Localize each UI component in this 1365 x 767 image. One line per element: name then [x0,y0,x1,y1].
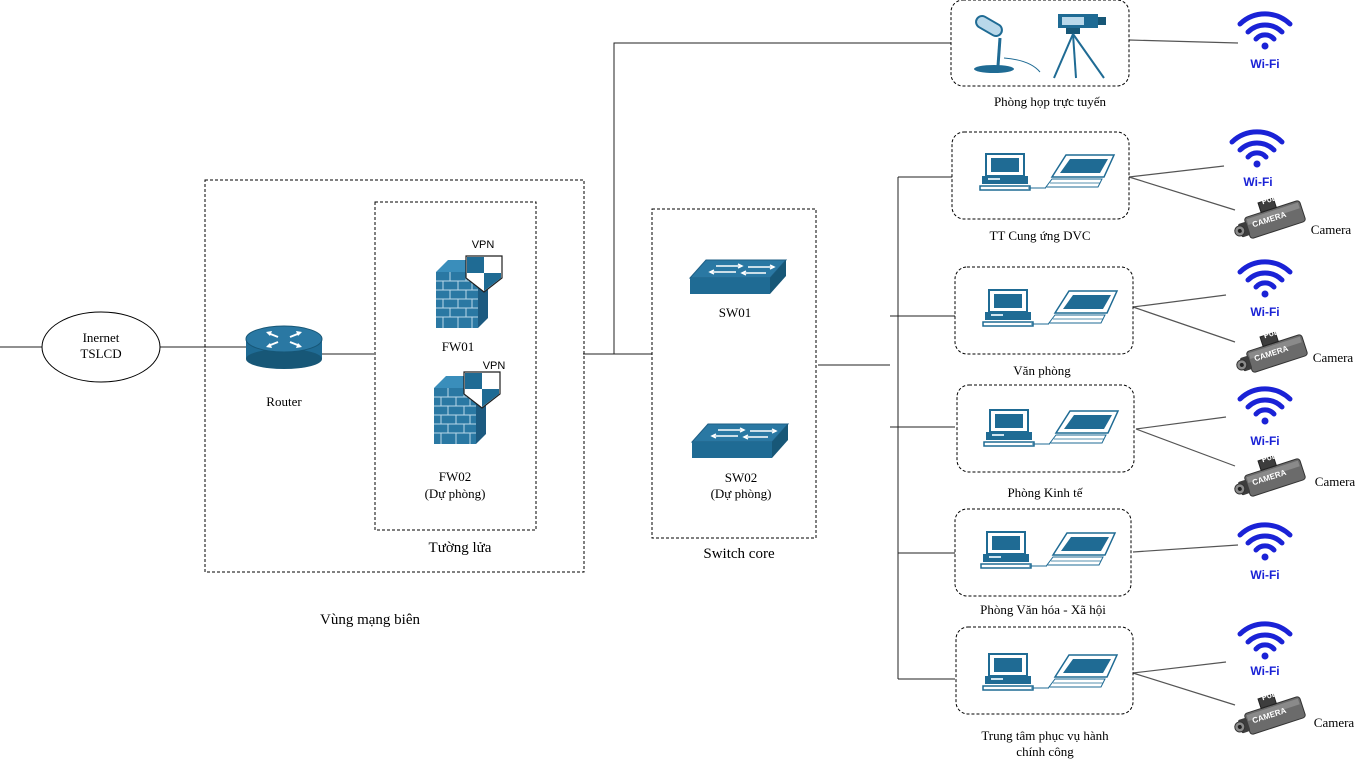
camera-label: Camera [1315,474,1356,489]
room-van-hoa-xa-hoi[interactable]: Phòng Văn hóa - Xã hội [954,508,1132,617]
room-online-meeting[interactable]: Phòng họp trực tuyến [950,0,1130,109]
wifi-icon [1240,624,1290,660]
computer-icon [980,531,1116,569]
camera-label: Camera [1314,715,1355,730]
switch-icon [691,423,789,459]
wifi-icon [1240,389,1290,425]
computer-icon [982,289,1118,327]
room-tt-cung-ung-dvc[interactable]: TT Cung ứng DVC [951,131,1130,243]
fw01-node[interactable]: VPN FW01 [435,239,503,354]
sw02-note: (Dự phòng) [711,486,772,501]
room-name: Văn phòng [1013,363,1071,378]
room-name: Phòng Kinh tế [1007,485,1083,500]
room-name: Phòng Văn hóa - Xã hội [980,602,1106,617]
wifi-node[interactable]: Wi-Fi [1240,624,1290,678]
fw02-note: (Dự phòng) [425,486,486,501]
camera-node[interactable]: CAMERA PoE Camera [1228,448,1356,502]
wifi-label: Wi-Fi [1250,305,1279,319]
camera-node[interactable]: CAMERA PoE Camera [1228,686,1355,740]
video-camera-icon [1053,14,1106,79]
wifi-node[interactable]: Wi-Fi [1240,14,1290,71]
fw02-node[interactable]: VPN FW02 (Dự phòng) [425,360,506,501]
fw01-vpn-label: VPN [472,239,495,251]
wifi-node[interactable]: Wi-Fi [1240,525,1290,582]
wifi-icon [1232,132,1282,168]
sw01-node[interactable]: SW01 [689,259,787,320]
switch-core-zone-box [651,208,817,539]
room-name: TT Cung ứng DVC [989,228,1090,243]
fw01-label: FW01 [442,339,475,354]
room-van-phong[interactable]: Văn phòng [954,266,1134,378]
router-icon [245,325,323,369]
firewall-icon [435,255,503,329]
router-label: Router [266,394,302,409]
sw02-node[interactable]: SW02 (Dự phòng) [691,423,789,501]
camera-label: Camera [1313,350,1354,365]
computer-icon [982,653,1118,691]
sw02-label: SW02 [725,470,758,485]
computer-icon [983,409,1119,447]
edge-zone-box [204,179,585,573]
internet-node[interactable]: Inernet TSLCD [41,311,161,383]
camera-label: Camera [1311,222,1352,237]
computer-icon [979,153,1115,191]
microphone-icon [974,15,1041,73]
sw01-label: SW01 [719,305,752,320]
switch-icon [689,259,787,295]
internet-label-line2: TSLCD [80,346,121,361]
router-node[interactable]: Router [245,325,323,409]
wifi-icon [1240,262,1290,298]
wifi-node[interactable]: Wi-Fi [1240,389,1290,448]
wifi-node[interactable]: Wi-Fi [1240,262,1290,319]
wifi-label: Wi-Fi [1250,434,1279,448]
wifi-label: Wi-Fi [1250,568,1279,582]
room-trung-tam-phuc-vu[interactable]: Trung tâm phục vụ hành chính công [955,626,1134,759]
switch-core-zone-label: Switch core [703,546,775,562]
room-phong-kinh-te[interactable]: Phòng Kinh tế [956,384,1135,500]
wifi-label: Wi-Fi [1243,175,1272,189]
wifi-label: Wi-Fi [1250,57,1279,71]
fw02-vpn-label: VPN [483,360,506,372]
wifi-icon [1240,14,1290,50]
connection-lines [0,39,1239,706]
internet-label-line1: Inernet [83,330,120,345]
edge-zone-label: Vùng mạng biên [320,612,420,628]
camera-node[interactable]: CAMERA PoE Camera [1230,324,1354,378]
fw02-label: FW02 [439,469,472,484]
firewall-zone-box [374,201,537,531]
room-name-line2: chính công [1016,744,1074,759]
firewall-icon [433,371,501,445]
firewall-zone-label: Tường lửa [429,540,492,556]
wifi-icon [1240,525,1290,561]
wifi-label: Wi-Fi [1250,664,1279,678]
camera-node[interactable]: CAMERA PoE Camera [1228,190,1352,244]
room-name: Phòng họp trực tuyến [994,94,1107,109]
room-name-line1: Trung tâm phục vụ hành [981,728,1109,743]
wifi-node[interactable]: Wi-Fi [1232,132,1282,189]
